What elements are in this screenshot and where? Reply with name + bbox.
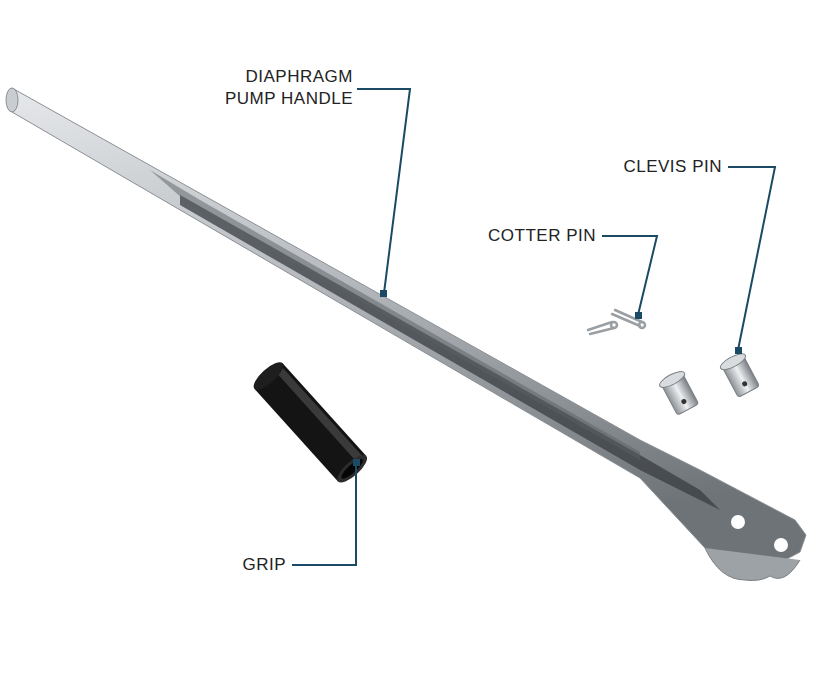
leader-ends [353, 290, 742, 466]
handle-drawing [6, 88, 806, 581]
part-name: COTTER PIN [486, 225, 598, 247]
cotter-pin-drawing [588, 310, 645, 334]
grip-drawing [250, 358, 371, 487]
leader-lines [292, 89, 775, 565]
clevis-pin-drawing [657, 368, 700, 416]
clevis-pin-drawing [718, 351, 761, 399]
part-name: CLEVIS PIN [621, 156, 724, 178]
part-name: GRIP [240, 554, 288, 576]
part-name: DIAPHRAGM PUMP HANDLE [221, 66, 355, 110]
